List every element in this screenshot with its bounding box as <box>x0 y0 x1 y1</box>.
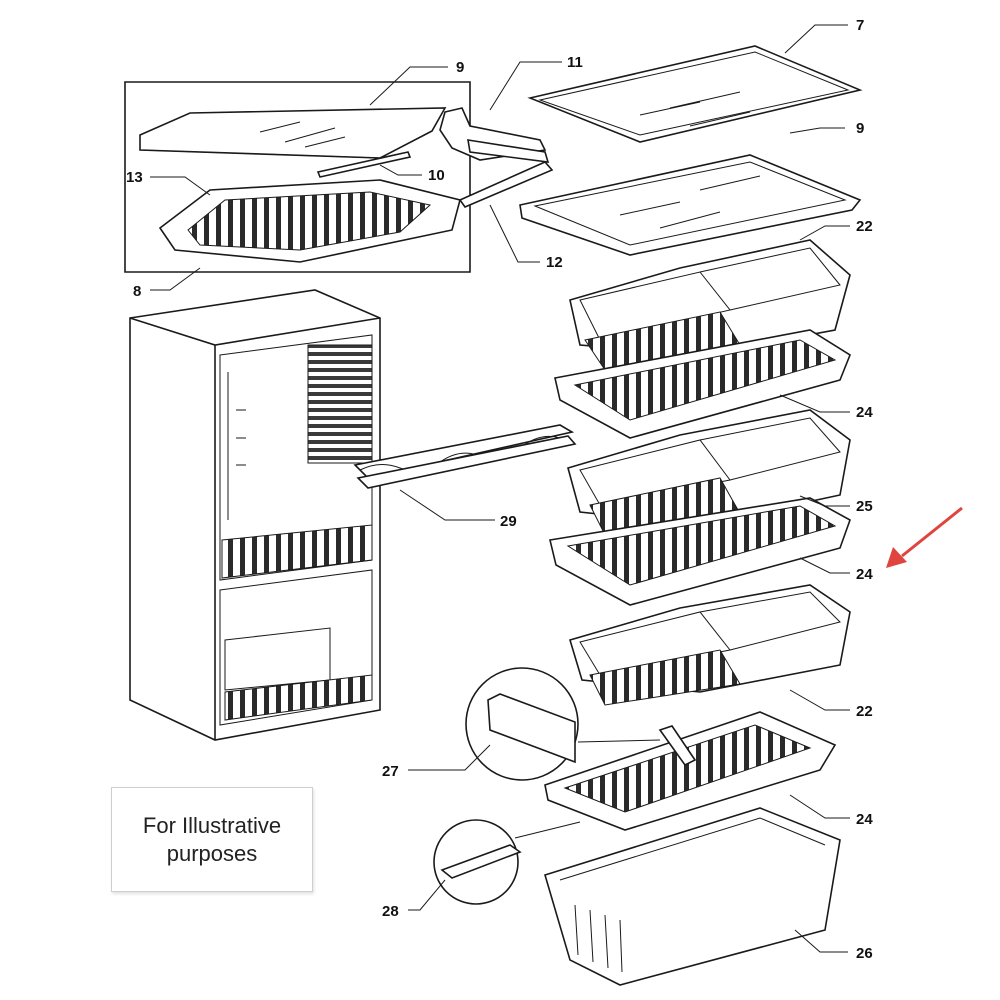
callout-13: 13 <box>126 169 143 186</box>
callout-9-right: 9 <box>856 120 864 137</box>
callout-26: 26 <box>856 945 873 962</box>
callout-24-top: 24 <box>856 404 873 421</box>
top-glass-shelf <box>527 45 863 143</box>
illustrative-note: For Illustrative purposes <box>111 787 313 892</box>
callout-10: 10 <box>428 167 445 184</box>
callout-8: 8 <box>133 283 141 300</box>
shelf-support-parts <box>439 107 554 208</box>
illustrative-note-text: For Illustrative purposes <box>142 812 282 866</box>
callout-12: 12 <box>546 254 563 271</box>
callout-28: 28 <box>382 903 399 920</box>
callout-9-top: 9 <box>456 59 464 76</box>
callout-24-lower: 24 <box>856 811 873 828</box>
crisper-set-top <box>554 239 851 439</box>
lower-tray <box>544 711 837 831</box>
refrigerator-cabinet <box>129 289 381 741</box>
callout-labels: 7 9 11 13 10 12 8 9 22 24 25 24 29 22 27… <box>126 17 873 962</box>
crisper-set-lower <box>569 584 851 706</box>
detail-circle-27 <box>465 667 661 781</box>
callout-25: 25 <box>856 498 873 515</box>
callout-11: 11 <box>567 54 583 71</box>
callout-27: 27 <box>382 763 399 780</box>
leader-lines <box>150 24 850 953</box>
callout-29: 29 <box>500 513 517 530</box>
callout-24-highlighted: 24 <box>856 566 873 583</box>
callout-22-lower: 22 <box>856 703 873 720</box>
right-glass-shelf <box>519 154 862 256</box>
detail-circle-28 <box>433 819 581 905</box>
callout-7: 7 <box>856 17 864 34</box>
bottom-bin <box>544 807 841 986</box>
wire-rack-29 <box>353 424 577 489</box>
freezer-shelf-group <box>124 81 471 273</box>
crisper-set-middle <box>549 409 851 606</box>
highlight-arrow <box>886 506 963 568</box>
callout-22-top: 22 <box>856 218 873 235</box>
